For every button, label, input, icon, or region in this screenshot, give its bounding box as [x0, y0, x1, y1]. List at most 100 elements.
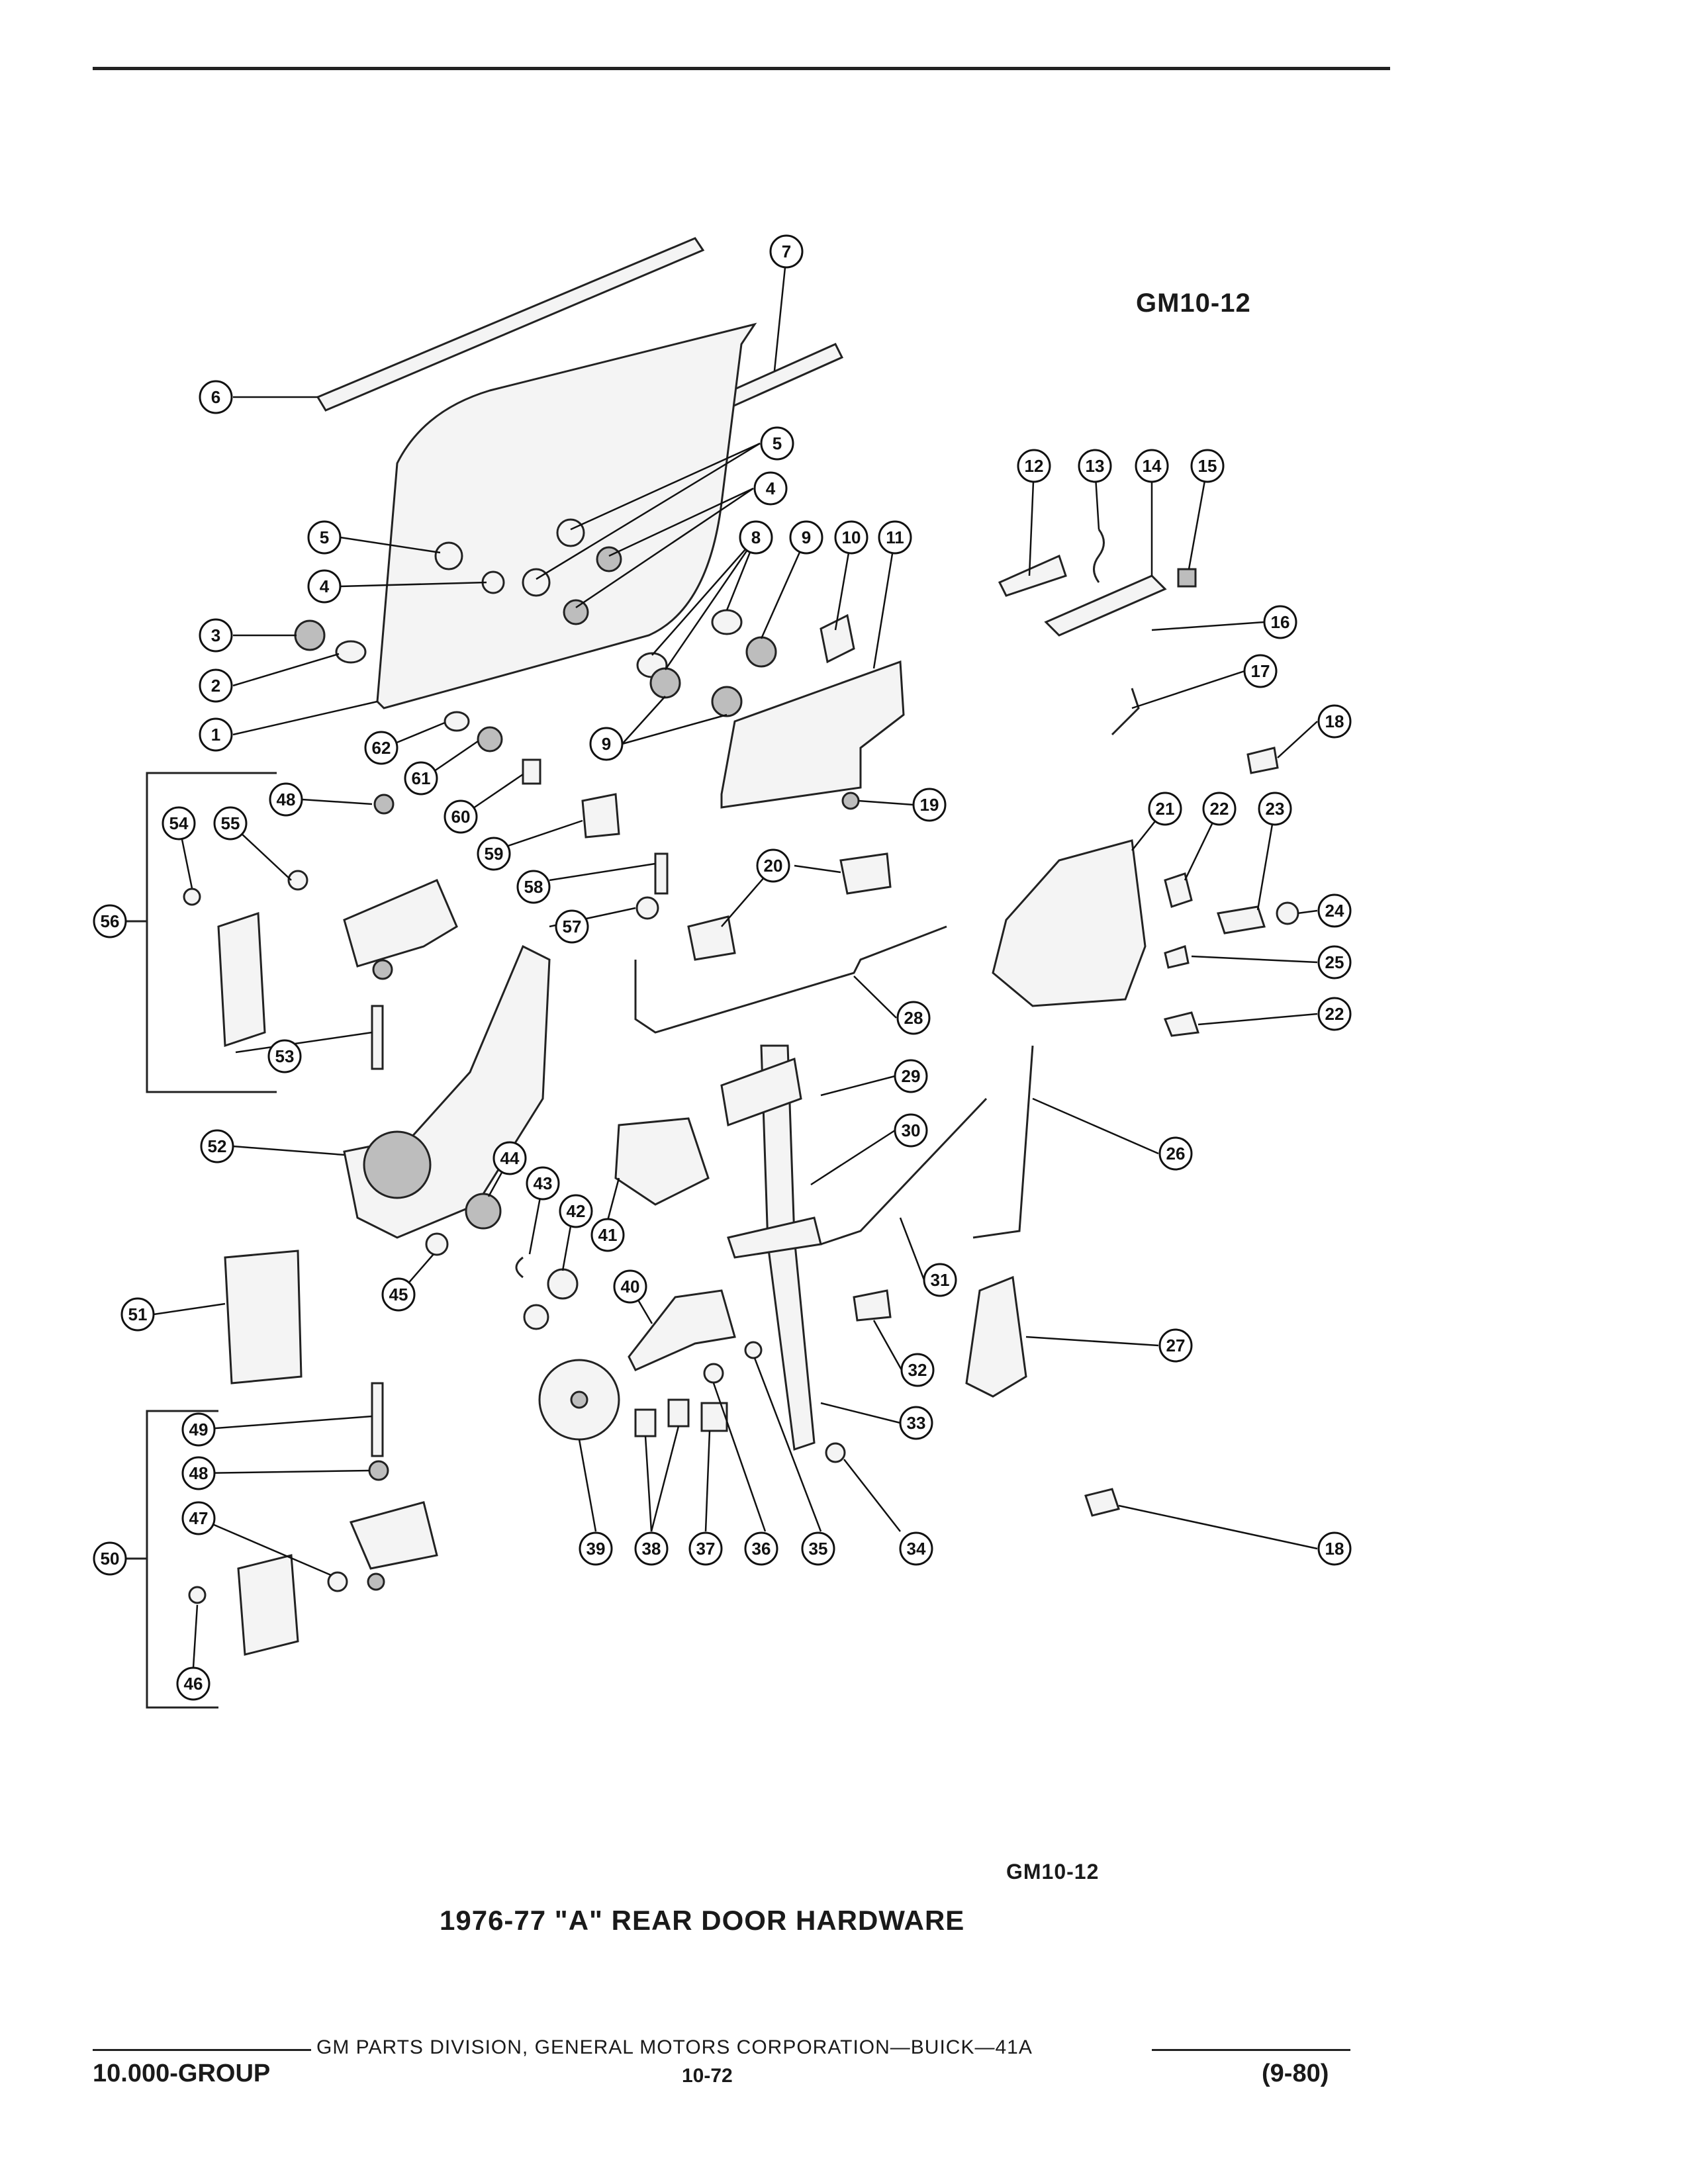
- callout-17: 17: [1243, 654, 1278, 688]
- callout-54: 54: [162, 806, 196, 841]
- callout-11: 11: [878, 520, 912, 555]
- svg-text:39: 39: [586, 1539, 606, 1559]
- svg-text:22: 22: [1210, 799, 1229, 819]
- callout-2: 2: [199, 668, 233, 703]
- callout-1: 1: [199, 717, 233, 752]
- footer-date: (9-80): [1262, 2060, 1329, 2087]
- callout-13: 13: [1078, 449, 1112, 483]
- svg-text:11: 11: [886, 527, 904, 547]
- footer-rule-right: [1152, 2049, 1350, 2051]
- svg-text:35: 35: [809, 1539, 828, 1559]
- leader-lines: [153, 267, 1318, 1668]
- svg-text:18: 18: [1325, 1539, 1344, 1559]
- svg-text:17: 17: [1251, 661, 1270, 681]
- sash-plate-part: [720, 660, 905, 809]
- footer-group-number: 10.000-GROUP: [93, 2060, 271, 2087]
- svg-text:29: 29: [902, 1066, 921, 1086]
- callout-29: 29: [894, 1059, 928, 1093]
- callouts: 1 2 3 4 4 5 5 6 7 8 9 9 10 11 12 13 14 1…: [93, 234, 1352, 1701]
- svg-text:53: 53: [275, 1046, 295, 1066]
- callout-41: 41: [590, 1218, 625, 1252]
- svg-text:10: 10: [842, 527, 861, 547]
- svg-text:14: 14: [1143, 456, 1162, 476]
- svg-text:43: 43: [534, 1173, 553, 1193]
- svg-text:31: 31: [931, 1270, 950, 1290]
- callout-46: 46: [176, 1666, 211, 1701]
- callout-45: 45: [381, 1277, 416, 1312]
- callout-5-right: 5: [760, 426, 794, 461]
- svg-text:12: 12: [1025, 456, 1044, 476]
- callout-9-bottom: 9: [589, 727, 624, 761]
- callout-35: 35: [801, 1531, 835, 1566]
- svg-text:18: 18: [1325, 711, 1344, 731]
- callout-14: 14: [1135, 449, 1169, 483]
- callout-5-left: 5: [307, 520, 342, 555]
- callout-62: 62: [364, 731, 399, 765]
- callout-40: 40: [613, 1269, 647, 1304]
- callout-42: 42: [559, 1194, 593, 1228]
- callout-23: 23: [1258, 792, 1292, 826]
- door-glass-part: [376, 322, 757, 709]
- svg-text:27: 27: [1166, 1336, 1186, 1355]
- svg-text:5: 5: [773, 433, 782, 453]
- svg-text:50: 50: [101, 1549, 120, 1569]
- callout-20: 20: [756, 848, 790, 883]
- svg-text:1: 1: [211, 725, 220, 745]
- svg-text:20: 20: [764, 856, 783, 876]
- window-regulator-part: [343, 944, 551, 1239]
- callout-48-bottom: 48: [181, 1456, 216, 1490]
- svg-text:16: 16: [1271, 612, 1290, 632]
- lock-actuator-part: [965, 1275, 1027, 1398]
- svg-text:26: 26: [1166, 1144, 1186, 1163]
- svg-text:40: 40: [621, 1277, 640, 1297]
- svg-text:48: 48: [277, 790, 296, 809]
- callout-28: 28: [896, 1001, 931, 1035]
- svg-text:36: 36: [752, 1539, 771, 1559]
- callout-57: 57: [555, 909, 589, 944]
- footer-publisher: GM PARTS DIVISION, GENERAL MOTORS CORPOR…: [316, 2036, 1033, 2058]
- svg-text:47: 47: [189, 1508, 209, 1528]
- regulator-motor-part: [224, 1250, 303, 1385]
- callout-26: 26: [1158, 1136, 1193, 1171]
- svg-text:22: 22: [1325, 1004, 1344, 1024]
- callout-22-bottom: 22: [1317, 997, 1352, 1031]
- svg-text:5: 5: [320, 527, 329, 547]
- svg-text:38: 38: [642, 1539, 661, 1559]
- callout-61: 61: [404, 761, 438, 796]
- svg-text:4: 4: [766, 478, 776, 498]
- callout-51: 51: [120, 1297, 155, 1332]
- svg-text:7: 7: [782, 242, 791, 261]
- callout-12: 12: [1017, 449, 1051, 483]
- svg-text:42: 42: [567, 1201, 586, 1221]
- callout-22-top: 22: [1202, 792, 1237, 826]
- callout-47: 47: [181, 1501, 216, 1535]
- callout-55: 55: [213, 806, 248, 841]
- door-latch-part: [992, 839, 1147, 1007]
- callout-33: 33: [899, 1406, 933, 1440]
- svg-text:33: 33: [907, 1413, 926, 1433]
- svg-text:6: 6: [211, 387, 220, 407]
- svg-text:61: 61: [412, 768, 431, 788]
- callout-50: 50: [93, 1541, 127, 1576]
- svg-text:30: 30: [902, 1120, 921, 1140]
- figure-caption: 1976-77 "A" REAR DOOR HARDWARE: [440, 1905, 965, 1936]
- svg-text:24: 24: [1325, 901, 1344, 921]
- callout-3: 3: [199, 618, 233, 653]
- svg-text:52: 52: [208, 1136, 227, 1156]
- svg-text:44: 44: [500, 1148, 520, 1168]
- callout-21: 21: [1148, 792, 1182, 826]
- callout-15: 15: [1190, 449, 1225, 483]
- callout-38: 38: [634, 1531, 669, 1566]
- callout-4-left: 4: [307, 569, 342, 604]
- svg-text:13: 13: [1086, 456, 1105, 476]
- svg-text:3: 3: [211, 625, 220, 645]
- callout-4-right: 4: [753, 471, 788, 506]
- svg-text:4: 4: [320, 576, 330, 596]
- callout-48-top: 48: [269, 782, 303, 817]
- callout-56: 56: [93, 904, 127, 938]
- svg-text:28: 28: [904, 1008, 923, 1028]
- callout-25: 25: [1317, 945, 1352, 979]
- callout-52: 52: [200, 1129, 234, 1163]
- callout-53: 53: [267, 1039, 302, 1073]
- svg-text:8: 8: [751, 527, 761, 547]
